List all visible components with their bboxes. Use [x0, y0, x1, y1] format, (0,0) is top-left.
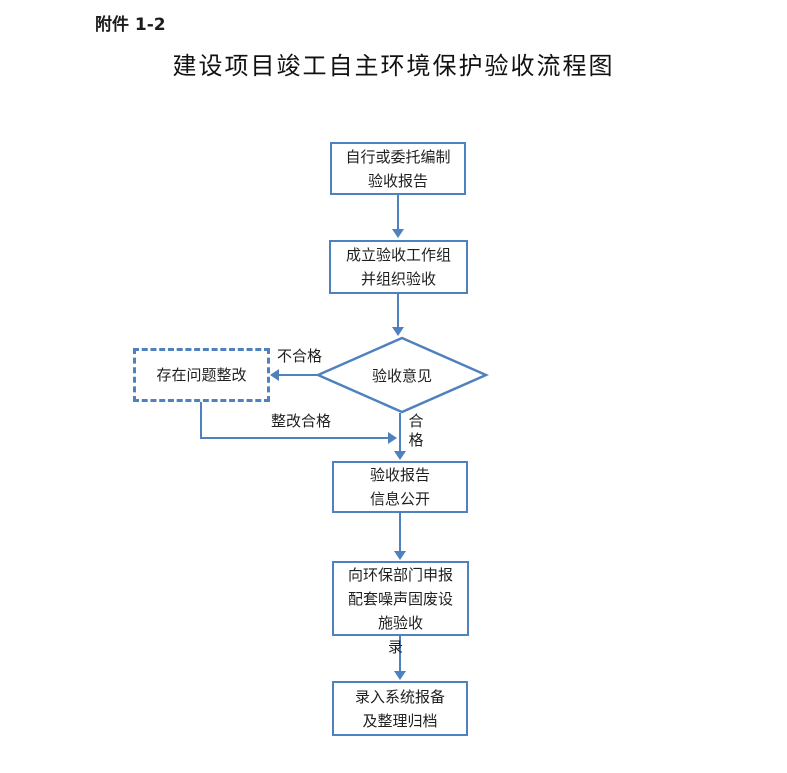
arrow-rectified-vertical-line	[200, 402, 202, 438]
arrow-prepare-to-team-line	[397, 195, 399, 230]
arrow-rectified-head	[388, 432, 397, 444]
node-publish-report-line1: 验收报告	[369, 466, 430, 484]
edge-label-pass-line1: 合	[408, 412, 424, 430]
edge-label-pass-line2: 格	[408, 431, 424, 449]
node-prepare-report-line1: 自行或委托编制	[345, 147, 451, 166]
arrow-decision-to-publish-head	[394, 451, 406, 460]
decision-diamond-shape	[315, 336, 489, 414]
arrow-publish-to-report-line	[399, 513, 401, 552]
node-form-team-line1: 成立验收工作组	[345, 246, 451, 264]
node-publish-report-line2: 信息公开	[369, 490, 430, 508]
node-rectify: 存在问题整改	[133, 348, 270, 402]
node-decision: 验收意见	[315, 336, 489, 414]
node-report-env-dept: 向环保部门申报 配套噪声固废设 施验收	[332, 561, 469, 636]
arrow-decision-to-rectify-head	[270, 369, 279, 381]
arrow-rectified-horizontal-line	[200, 437, 388, 439]
arrow-team-to-decision-head	[392, 327, 404, 336]
node-decision-label: 验收意见	[371, 366, 432, 385]
node-publish-report: 验收报告 信息公开	[332, 461, 468, 513]
node-report-env-line3: 施验收	[377, 613, 423, 632]
node-report-env-line1: 向环保部门申报	[347, 565, 453, 584]
arrow-decision-to-publish-line	[399, 413, 401, 452]
edge-label-pass: 合 格	[406, 412, 426, 450]
node-rectify-line1: 存在问题整改	[156, 366, 247, 384]
edge-label-fail: 不合格	[277, 347, 323, 365]
node-record-archive: 录入系统报备 及整理归档	[332, 681, 468, 736]
arrow-report-to-record-head	[394, 671, 406, 680]
node-record-archive-line2: 及整理归档	[362, 711, 438, 730]
page-title: 建设项目竣工自主环境保护验收流程图	[172, 52, 615, 80]
node-form-team: 成立验收工作组 并组织验收	[329, 240, 468, 294]
node-form-team-line2: 并组织验收	[360, 270, 436, 288]
arrow-prepare-to-team-head	[392, 229, 404, 238]
node-prepare-report-line2: 验收报告	[367, 171, 428, 190]
attachment-label: 附件 1-2	[95, 15, 166, 35]
node-prepare-report: 自行或委托编制 验收报告	[330, 142, 466, 195]
arrow-report-to-record-line	[399, 636, 401, 672]
node-record-archive-line1: 录入系统报备	[354, 687, 445, 706]
overflow-char: 录	[388, 638, 404, 656]
arrow-decision-to-rectify-line	[278, 374, 317, 376]
edge-label-rectified: 整改合格	[271, 412, 332, 430]
arrow-publish-to-report-head	[394, 551, 406, 560]
node-report-env-line2: 配套噪声固废设	[347, 589, 453, 608]
arrow-team-to-decision-line	[397, 294, 399, 328]
